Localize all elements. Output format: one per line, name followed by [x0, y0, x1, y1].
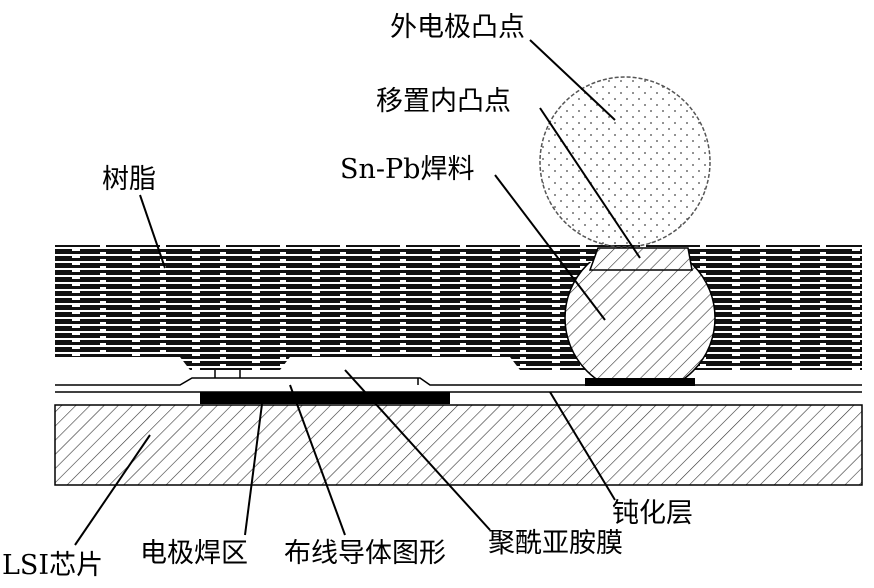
- electrode-pad: [200, 392, 450, 404]
- label-polyimide: 聚酰亚胺膜: [488, 528, 623, 559]
- label-chip: LSI芯片: [2, 550, 104, 581]
- label-wiring: 布线导体图形: [284, 538, 446, 569]
- lsi-chip: [54, 404, 863, 486]
- outer-electrode-bump: [539, 76, 711, 248]
- label-outer-bump: 外电极凸点: [390, 12, 525, 43]
- resin-layer: [55, 245, 862, 357]
- label-resin: 树脂: [102, 164, 156, 195]
- label-solder: Sn-Pb焊料: [340, 154, 475, 185]
- label-pad: 电极焊区: [140, 538, 248, 569]
- label-passivation: 钝化层: [612, 498, 693, 529]
- label-inner-bump: 移置内凸点: [376, 86, 511, 117]
- wiring-pattern: [55, 377, 862, 386]
